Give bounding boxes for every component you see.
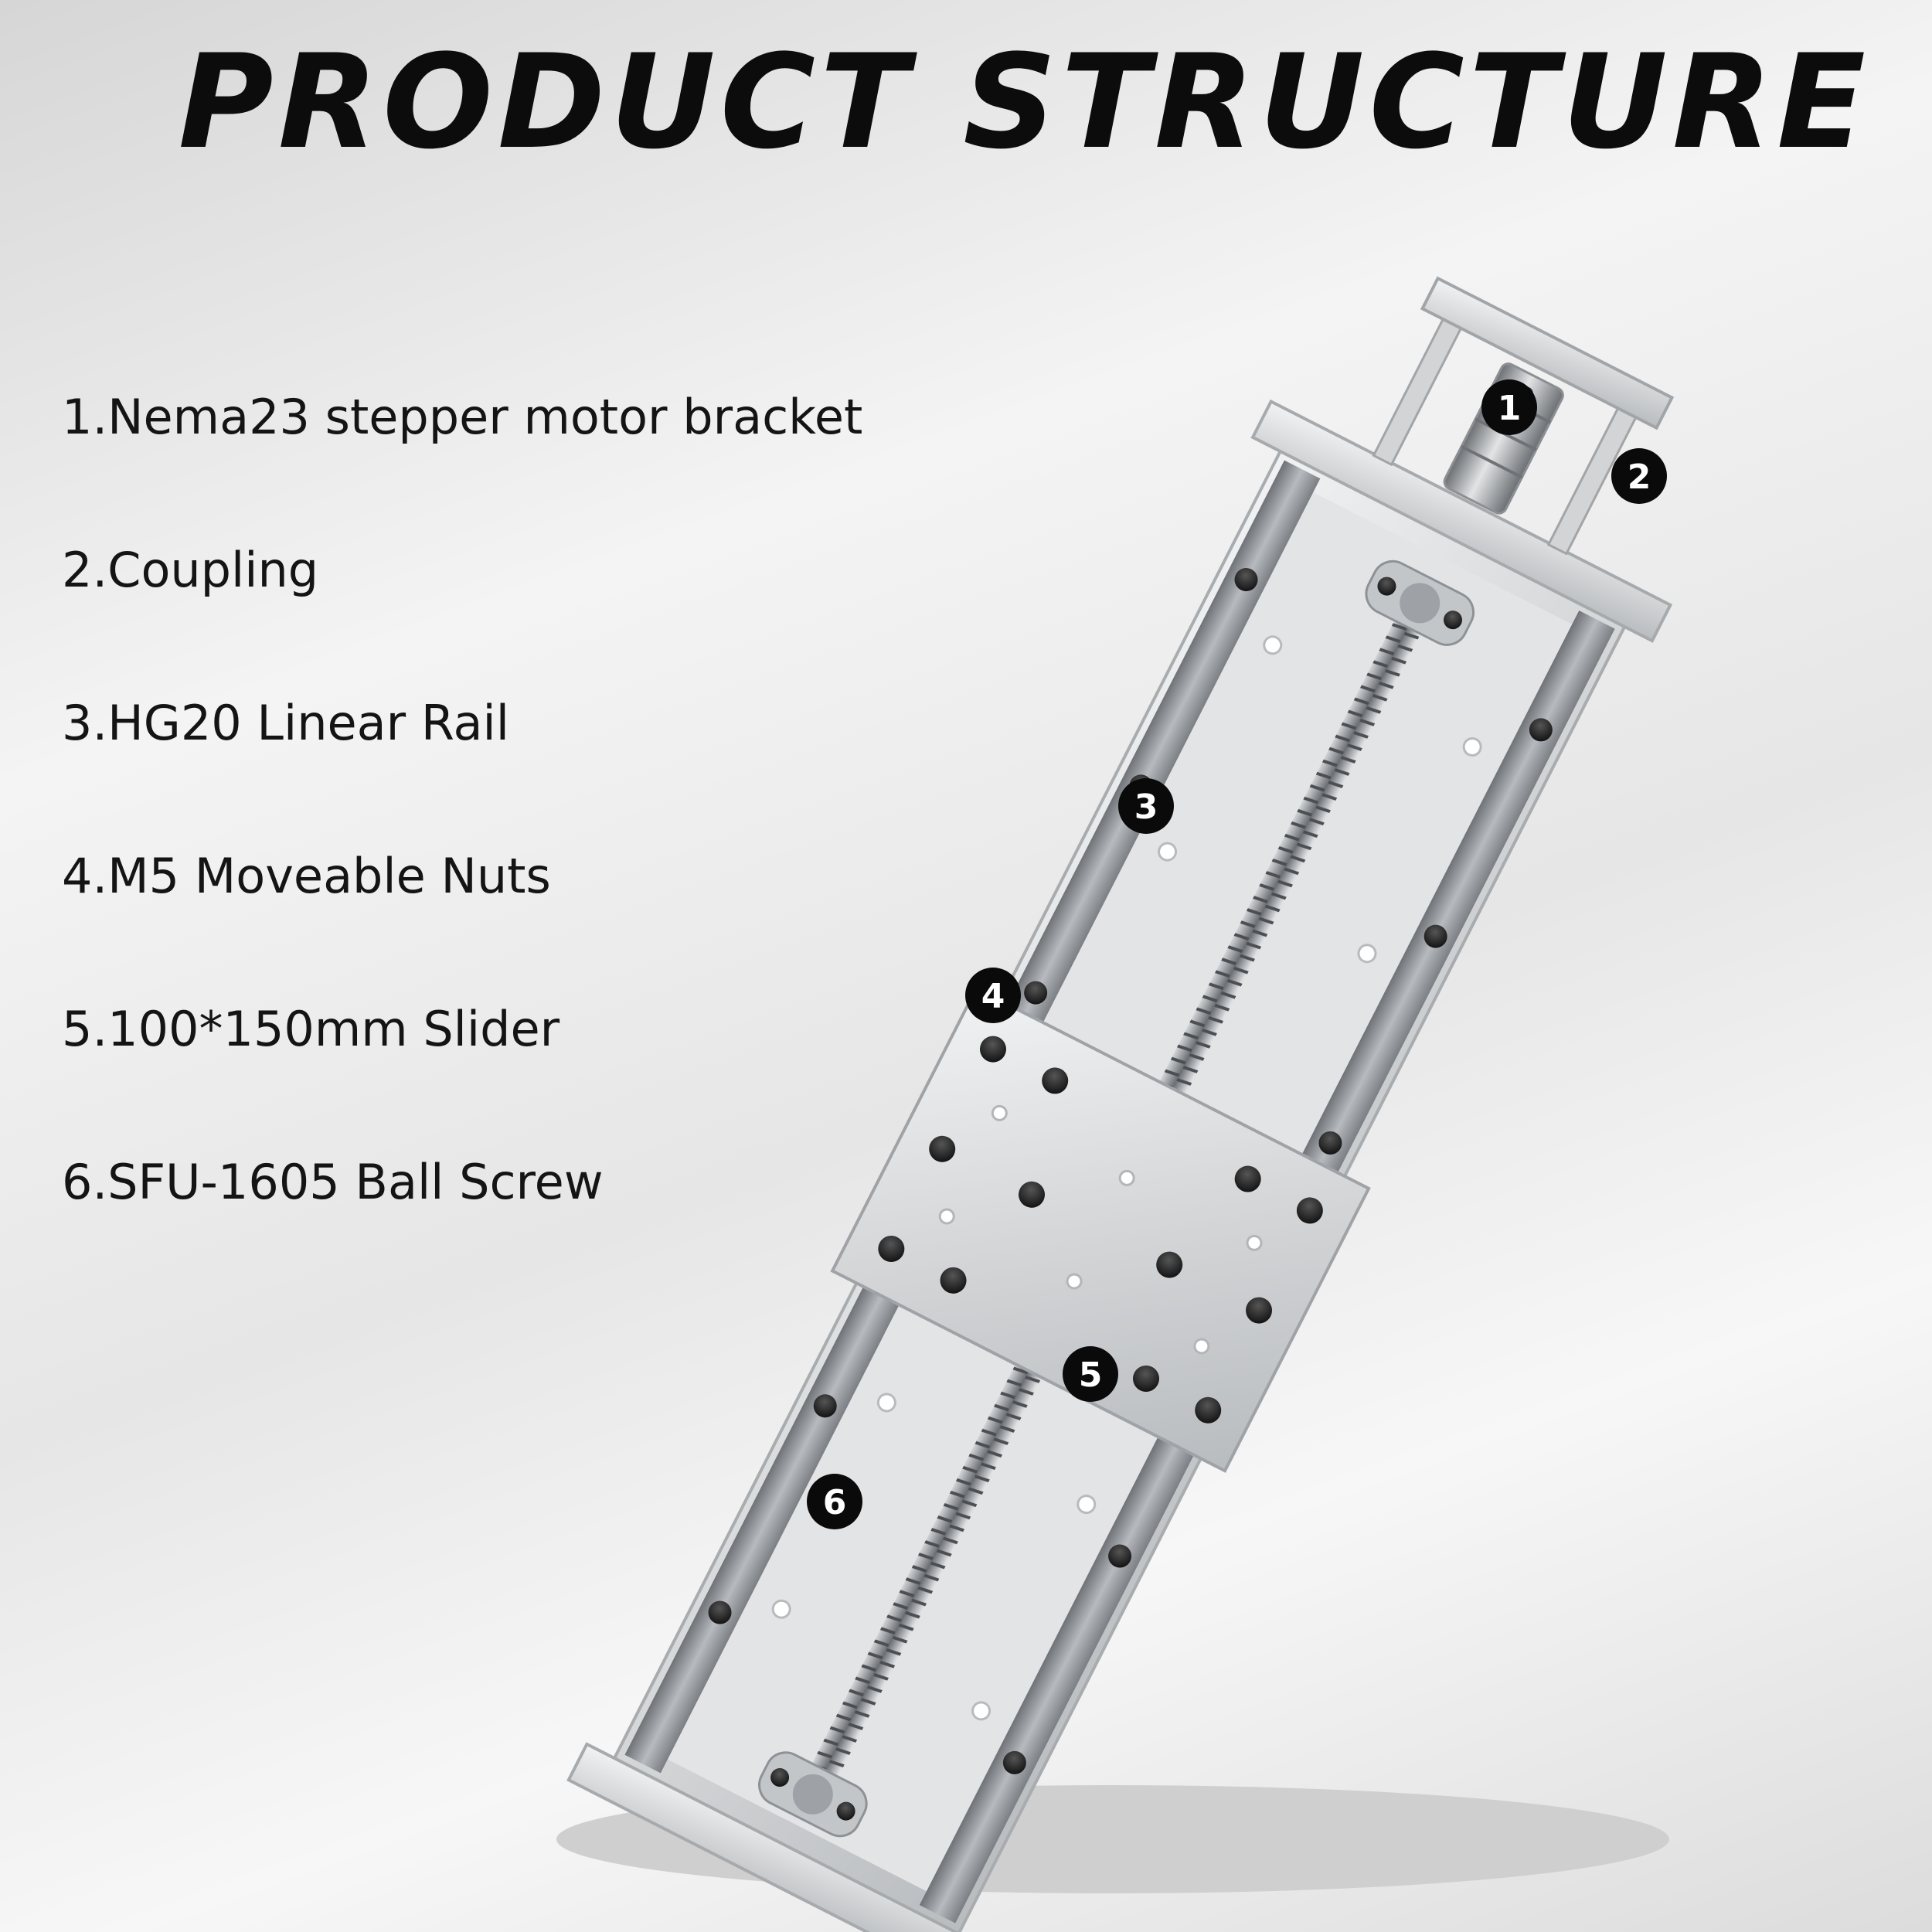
m5-nut-icon [1019, 1181, 1046, 1208]
slider-bolts [878, 1036, 1323, 1423]
part-item-motor-bracket: 1.Nema23 stepper motor bracket [62, 389, 863, 445]
rail-bolt-icon [813, 1394, 837, 1418]
m5-nut-icon [878, 1235, 905, 1262]
svg-text:2: 2 [1628, 457, 1651, 497]
callout-1: 1 [1481, 379, 1537, 435]
bolt-icon [770, 1768, 790, 1787]
m5-nut-icon [940, 1267, 967, 1294]
m5-nut-icon [1042, 1067, 1069, 1094]
svg-text:4: 4 [981, 977, 1005, 1016]
motor-end-plate [1250, 399, 1673, 643]
slider-plate [830, 986, 1371, 1473]
rail-bolt-icon [1318, 1131, 1342, 1155]
svg-text:5: 5 [1079, 1355, 1103, 1395]
svg-text:1: 1 [1498, 389, 1522, 428]
part-item-moveable-nuts: 4.M5 Moveable Nuts [62, 848, 551, 904]
rail-bolt-icon [1108, 1544, 1132, 1568]
svg-text:3: 3 [1134, 787, 1158, 827]
m5-nut-icon [1234, 1165, 1261, 1192]
part-item-coupling: 2.Coupling [62, 542, 319, 598]
callout-6: 6 [807, 1474, 862, 1529]
svg-text:6: 6 [823, 1483, 847, 1522]
part-item-slider: 5.100*150mm Slider [62, 1001, 560, 1057]
m5-nut-icon [929, 1135, 956, 1162]
rail-bolt-icon [1002, 1750, 1026, 1774]
bolt-icon [836, 1801, 855, 1821]
m5-nut-icon [1296, 1197, 1323, 1224]
part-item-ball-screw: 6.SFU-1605 Ball Screw [62, 1154, 604, 1210]
bolt-icon [1377, 577, 1396, 596]
rail-bolt-icon [1423, 924, 1447, 948]
linear-stage [566, 276, 1675, 1932]
mounting-holes [771, 635, 1482, 1721]
bolt-icon [1444, 611, 1463, 630]
rail-bolt-icon [1024, 981, 1048, 1005]
m5-nut-icon [1246, 1297, 1273, 1324]
rail-bolt-icon [1529, 718, 1553, 742]
callout-2: 2 [1611, 448, 1667, 504]
nema23-motor-bracket [1372, 276, 1675, 556]
m5-nut-icon [980, 1036, 1007, 1063]
idler-end-plate [566, 1742, 988, 1932]
rail-bolt-icon [1234, 568, 1258, 592]
parts-list: 1.Nema23 stepper motor bracket 2.Couplin… [62, 386, 862, 1304]
part-item-linear-rail: 3.HG20 Linear Rail [62, 695, 509, 751]
bearing-block-bottom [758, 1751, 868, 1838]
callout-3: 3 [1118, 778, 1174, 834]
callout-4: 4 [965, 968, 1021, 1023]
m5-nut-icon [1156, 1251, 1183, 1278]
callout-5: 5 [1063, 1346, 1118, 1402]
m5-nut-icon [1133, 1365, 1160, 1392]
rail-bolt-icon [708, 1600, 732, 1624]
bearing-block-top [1365, 560, 1475, 646]
m5-nut-icon [1195, 1396, 1222, 1423]
slider-holes [938, 1104, 1263, 1355]
page-title: PRODUCT STRUCTURE [178, 26, 1870, 178]
